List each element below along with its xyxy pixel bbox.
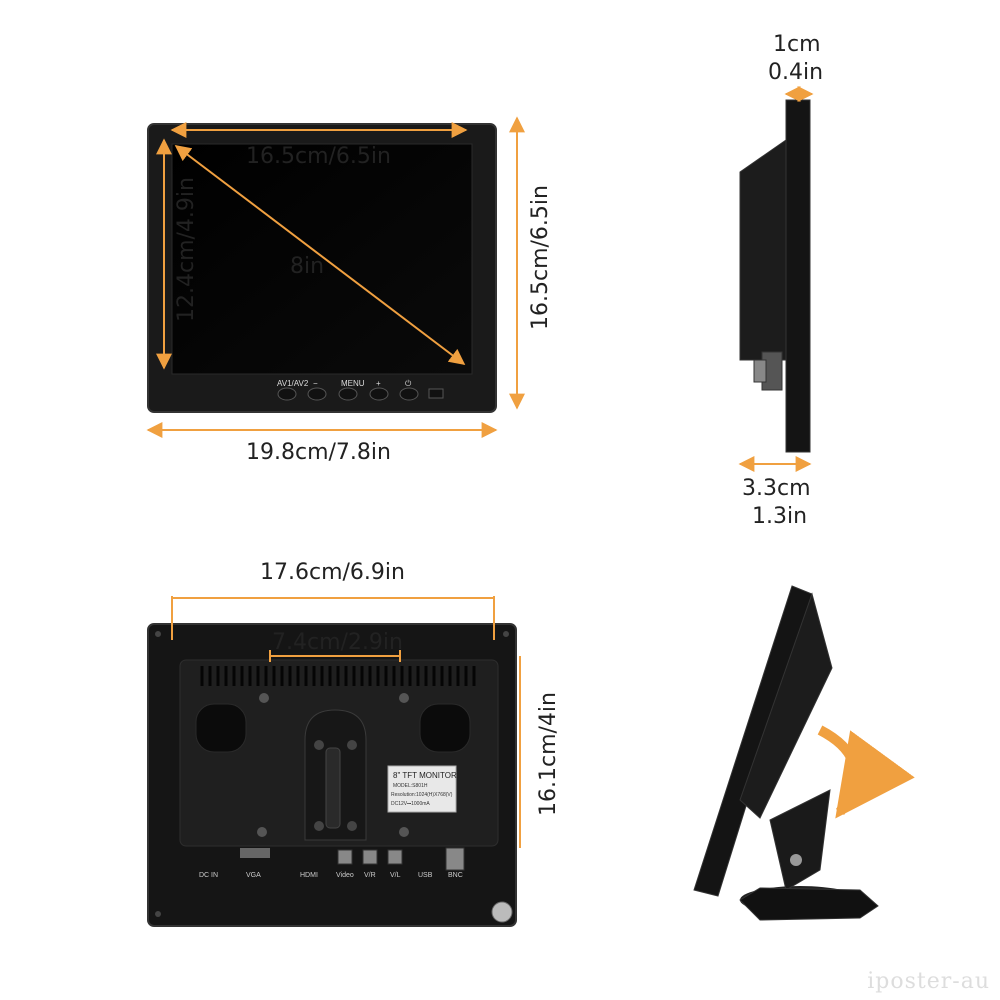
label-model: MODEL:S801H — [393, 783, 428, 789]
total-height-label: 16.5cm/6.5in — [528, 185, 553, 330]
port-usb: USB — [418, 872, 433, 879]
back-monitor — [147, 623, 517, 927]
side-dimension-lines — [738, 86, 814, 472]
thickness-in-label: 0.4in — [768, 60, 824, 85]
port-bnc: BNC — [448, 872, 463, 879]
diagonal-label: 8in — [290, 254, 325, 279]
tilt-arrow — [817, 725, 915, 819]
port-dc-in: DC IN — [199, 872, 219, 879]
port-vr: V/R — [364, 872, 376, 879]
label-power: DC12V⎓1000mA — [391, 801, 430, 807]
label-resolution: Resolution:1024(H)X768(V) — [391, 792, 453, 798]
port-hdmi: HDMI — [300, 872, 318, 879]
button-label-plus: + — [376, 379, 381, 388]
tilt-monitor — [693, 585, 879, 921]
back-dimension-lines — [171, 596, 521, 848]
depth-in-label: 1.3in — [752, 504, 808, 529]
back-width-label: 17.6cm/6.9in — [260, 560, 405, 585]
port-video: Video — [336, 872, 354, 879]
mount-width-label: 7.4cm/2.9in — [272, 630, 403, 655]
button-label-av: AV1/AV2 — [277, 379, 309, 388]
screen-height-label: 12.4cm/4.9in — [174, 177, 199, 322]
power-icon: ⏻ — [405, 379, 412, 388]
button-label-minus: − — [313, 379, 318, 388]
watermark: iposter-au — [867, 969, 990, 994]
thickness-cm-label: 1cm — [773, 32, 821, 57]
screen-width-label: 16.5cm/6.5in — [246, 144, 391, 169]
button-label-menu: MENU — [341, 379, 365, 388]
total-width-label: 19.8cm/7.8in — [246, 440, 391, 465]
depth-cm-label: 3.3cm — [742, 476, 811, 501]
front-dimension-lines — [146, 116, 525, 438]
port-vga: VGA — [246, 872, 261, 879]
side-monitor — [739, 99, 811, 453]
back-height-label: 16.1cm/4in — [536, 692, 561, 816]
port-vl: V/L — [390, 872, 401, 879]
label-title: 8" TFT MONITOR — [393, 771, 457, 780]
